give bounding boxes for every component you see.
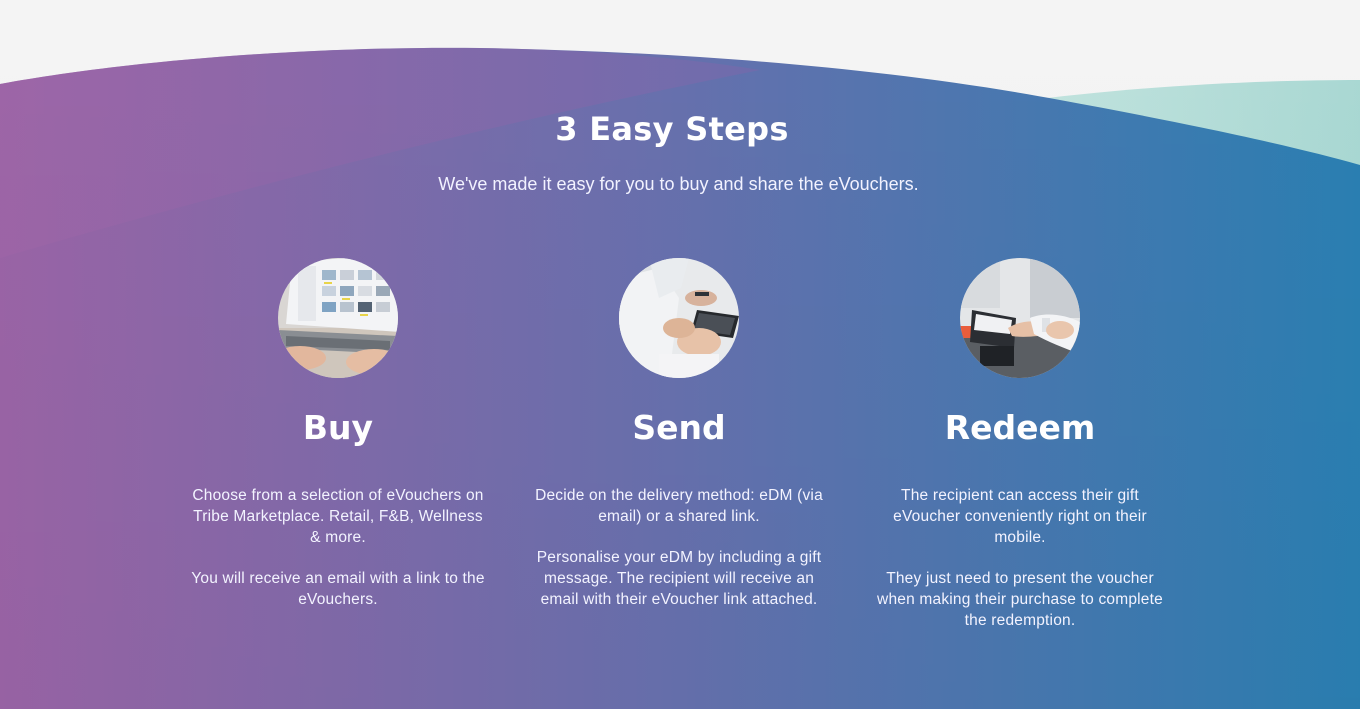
step-heading: Redeem	[944, 408, 1096, 447]
laptop-marketplace-photo-icon	[278, 258, 398, 378]
step-buy: Buy Choose from a selection of eVouchers…	[188, 258, 488, 632]
step-paragraph: You will receive an email with a link to…	[191, 570, 485, 608]
step-description: The recipient can access their gift eVou…	[870, 486, 1170, 632]
step-redeem: Redeem The recipient can access their gi…	[870, 258, 1170, 652]
step-paragraph: They just need to present the voucher wh…	[877, 570, 1163, 629]
section-subtitle: We've made it easy for you to buy and sh…	[438, 174, 919, 194]
step-description: Choose from a selection of eVouchers on …	[188, 486, 488, 611]
step-description: Decide on the delivery method: eDM (via …	[529, 486, 829, 611]
smartphone-in-hands-photo-icon	[619, 258, 739, 378]
step-heading: Send	[632, 408, 726, 447]
step-send: Send Decide on the delivery method: eDM …	[529, 258, 829, 632]
step-paragraph: Decide on the delivery method: eDM (via …	[535, 487, 823, 525]
step-heading: Buy	[302, 408, 374, 447]
section-title: 3 Easy Steps	[555, 110, 789, 148]
step-paragraph: The recipient can access their gift eVou…	[893, 487, 1147, 546]
payment-terminal-photo-icon	[960, 258, 1080, 378]
step-paragraph: Personalise your eDM by including a gift…	[536, 549, 822, 608]
step-paragraph: Choose from a selection of eVouchers on …	[192, 487, 484, 546]
